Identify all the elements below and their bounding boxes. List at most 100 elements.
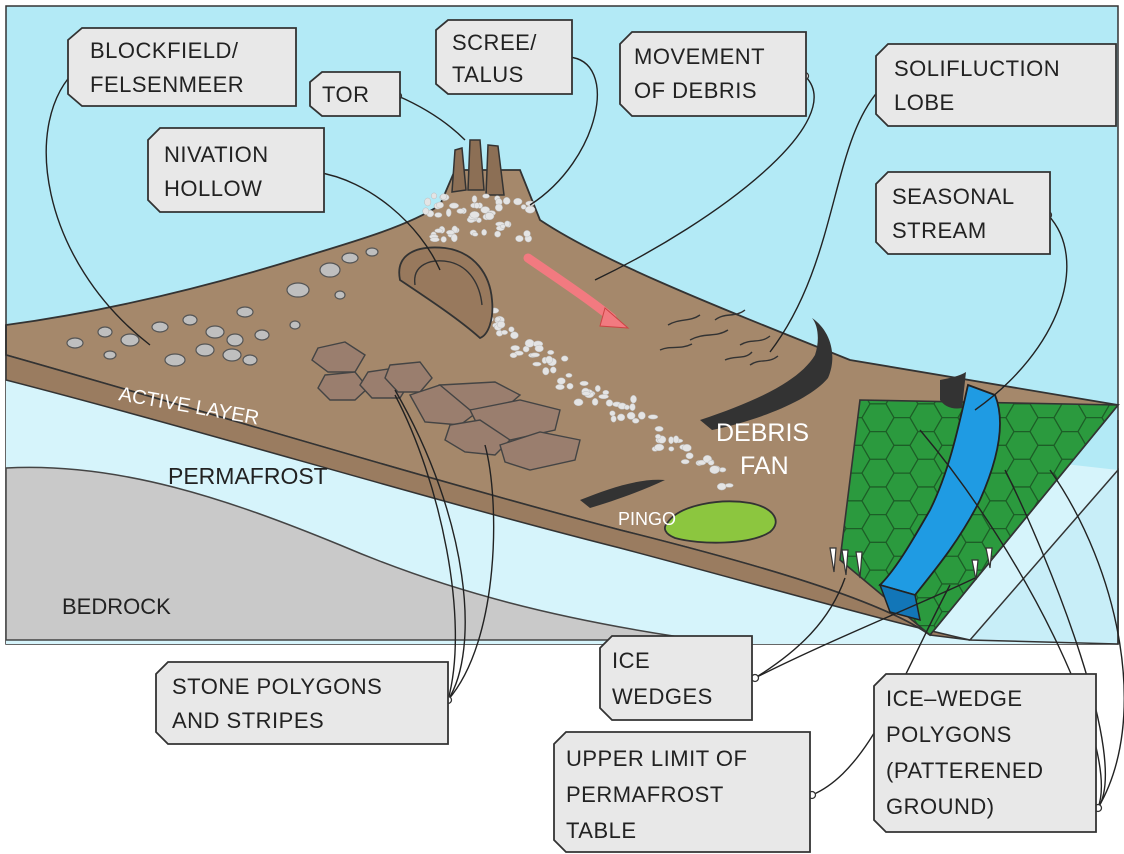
hex-cell bbox=[814, 736, 846, 764]
label-tor: TOR bbox=[310, 72, 400, 116]
debris-dot bbox=[495, 231, 501, 237]
debris-dot bbox=[717, 483, 726, 490]
debris-dot bbox=[495, 204, 502, 211]
label-ice-wedges: ICE WEDGES bbox=[600, 636, 752, 720]
debris-dot bbox=[606, 400, 613, 407]
hex-cell bbox=[1102, 709, 1124, 737]
label-ice-wedge-polygons: ICE–WEDGE POLYGONS (PATTERENED GROUND) bbox=[874, 674, 1096, 832]
label-blockfield: BLOCKFIELD/ FELSENMEER bbox=[68, 28, 296, 106]
debris-dot bbox=[497, 321, 505, 328]
debris-dot bbox=[550, 367, 556, 373]
debris-dot bbox=[673, 436, 679, 443]
debris-dot bbox=[630, 395, 636, 403]
debris-dot bbox=[423, 208, 429, 215]
debris-fan-label-1: DEBRIS bbox=[716, 419, 809, 447]
debris-dot bbox=[725, 483, 733, 487]
label-solifluction: SOLIFLUCTION LOBE bbox=[876, 44, 1116, 126]
debris-dot bbox=[472, 232, 478, 236]
svg-text:LOBE: LOBE bbox=[894, 90, 955, 115]
svg-text:SEASONAL: SEASONAL bbox=[892, 184, 1015, 209]
svg-text:ICE–WEDGE: ICE–WEDGE bbox=[886, 686, 1023, 711]
debris-dot bbox=[580, 381, 589, 386]
debris-dot bbox=[603, 390, 609, 395]
label-movement: MOVEMENT OF DEBRIS bbox=[620, 32, 806, 116]
svg-text:POLYGONS: POLYGONS bbox=[886, 722, 1012, 747]
hex-cell bbox=[814, 653, 846, 681]
debris-dot bbox=[430, 237, 439, 241]
label-scree: SCREE/ TALUS bbox=[436, 20, 572, 94]
debris-dot bbox=[509, 327, 515, 332]
debris-dot bbox=[511, 345, 520, 350]
hex-cell bbox=[1102, 792, 1124, 820]
debris-dot bbox=[669, 447, 674, 452]
hex-cell bbox=[814, 792, 846, 820]
debris-dot bbox=[531, 353, 540, 357]
debris-dot bbox=[500, 224, 505, 228]
debris-dot bbox=[523, 346, 529, 352]
debris-dot bbox=[474, 203, 479, 209]
svg-text:SOLIFLUCTION: SOLIFLUCTION bbox=[894, 56, 1060, 81]
debris-dot bbox=[582, 392, 590, 396]
debris-dot bbox=[617, 414, 625, 421]
debris-dot bbox=[638, 412, 645, 420]
svg-text:PERMAFROST: PERMAFROST bbox=[566, 782, 724, 807]
debris-dot bbox=[708, 461, 714, 466]
svg-text:OF DEBRIS: OF DEBRIS bbox=[634, 78, 757, 103]
hex-cell bbox=[1102, 653, 1124, 681]
svg-text:WEDGES: WEDGES bbox=[612, 684, 713, 709]
svg-text:UPPER LIMIT OF: UPPER LIMIT OF bbox=[566, 746, 747, 771]
debris-dot bbox=[435, 213, 442, 218]
svg-text:STREAM: STREAM bbox=[892, 218, 987, 243]
debris-dot bbox=[627, 412, 635, 419]
debris-dot bbox=[574, 399, 583, 406]
svg-text:HOLLOW: HOLLOW bbox=[164, 176, 262, 201]
svg-text:AND STRIPES: AND STRIPES bbox=[172, 708, 324, 733]
hex-cell bbox=[838, 695, 870, 723]
debris-dot bbox=[495, 317, 500, 321]
debris-dot bbox=[669, 437, 674, 444]
debris-dot bbox=[681, 459, 689, 464]
debris-dot bbox=[425, 198, 431, 206]
debris-fan-label-2: FAN bbox=[740, 452, 789, 480]
label-upper-limit: UPPER LIMIT OF PERMAFROST TABLE bbox=[554, 732, 810, 852]
svg-text:FELSENMEER: FELSENMEER bbox=[90, 72, 244, 97]
debris-dot bbox=[557, 378, 565, 385]
debris-dot bbox=[592, 398, 598, 405]
debris-dot bbox=[686, 453, 693, 459]
debris-dot bbox=[547, 350, 554, 354]
debris-dot bbox=[566, 373, 572, 377]
debris-dot bbox=[457, 209, 465, 214]
debris-dot bbox=[446, 230, 454, 234]
debris-dot bbox=[533, 362, 542, 366]
svg-text:SCREE/: SCREE/ bbox=[452, 30, 537, 55]
debris-dot bbox=[546, 356, 553, 363]
svg-text:NIVATION: NIVATION bbox=[164, 142, 269, 167]
debris-dot bbox=[655, 434, 661, 439]
debris-dot bbox=[510, 353, 517, 358]
pingo-label: PINGO bbox=[618, 509, 676, 529]
debris-dot bbox=[611, 416, 616, 423]
debris-dot bbox=[441, 236, 447, 242]
debris-dot bbox=[525, 206, 535, 213]
debris-dot bbox=[556, 384, 565, 389]
hex-cell bbox=[814, 709, 846, 737]
svg-text:TABLE: TABLE bbox=[566, 818, 637, 843]
debris-dot bbox=[441, 194, 447, 200]
debris-dot bbox=[503, 197, 510, 204]
debris-dot bbox=[567, 383, 573, 389]
debris-dot bbox=[599, 394, 609, 398]
svg-text:(PATTERENED: (PATTERENED bbox=[886, 758, 1043, 783]
debris-dot bbox=[483, 194, 490, 198]
label-seasonal: SEASONAL STREAM bbox=[876, 172, 1050, 254]
hex-cell bbox=[814, 764, 846, 792]
hex-cell bbox=[1102, 681, 1124, 709]
debris-dot bbox=[470, 211, 480, 218]
debris-dot bbox=[435, 229, 443, 233]
debris-dot bbox=[710, 466, 720, 474]
debris-dot bbox=[436, 202, 443, 208]
debris-dot bbox=[446, 209, 451, 217]
debris-dot bbox=[472, 196, 477, 203]
debris-dot bbox=[561, 356, 568, 362]
svg-text:STONE POLYGONS: STONE POLYGONS bbox=[172, 674, 382, 699]
